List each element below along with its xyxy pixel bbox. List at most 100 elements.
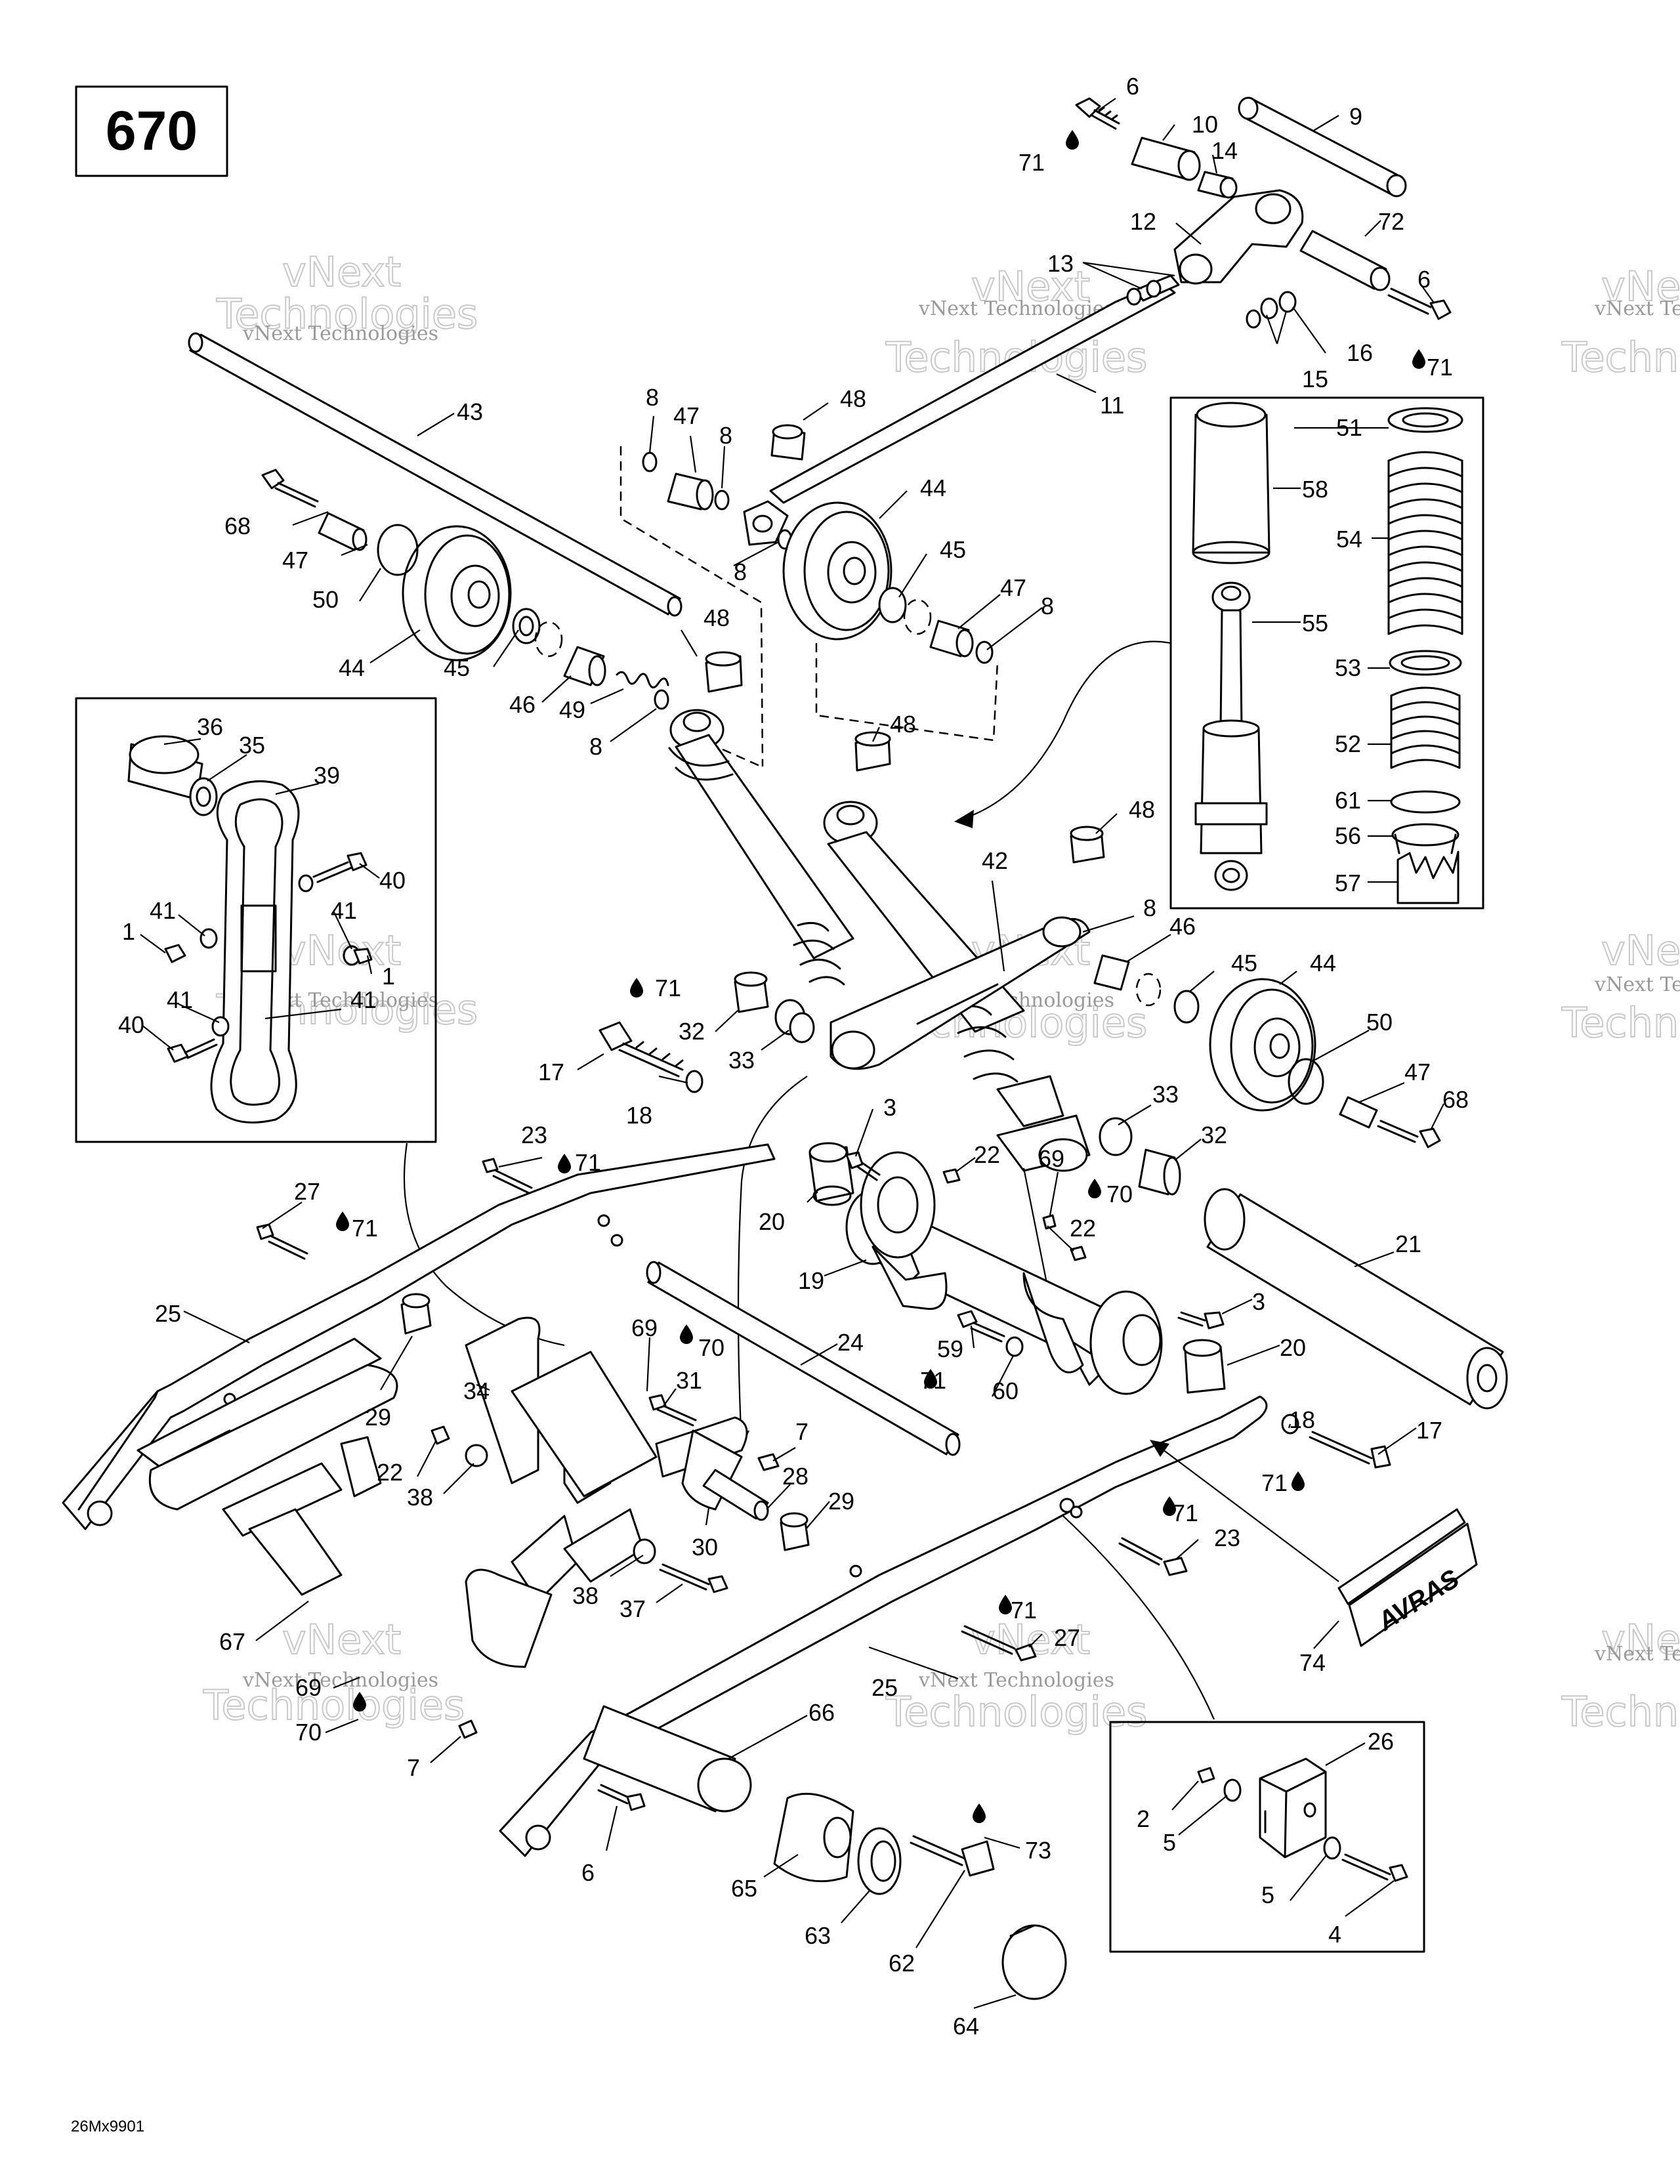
- callout-7: 7: [407, 1754, 420, 1781]
- callout-20: 20: [759, 1208, 785, 1235]
- drop-icon: [336, 1211, 349, 1231]
- callout-15: 15: [1302, 366, 1328, 392]
- figure-code: 26Mx9901: [71, 2118, 144, 2135]
- part-10-sleeve: [1131, 136, 1201, 181]
- part-15-16-washers: [1246, 291, 1297, 329]
- part-35-bushing: [189, 777, 218, 816]
- callout-48: 48: [704, 604, 730, 631]
- drop-icon: [999, 1595, 1012, 1614]
- part-49-spring: [616, 671, 669, 688]
- watermark-line2: Technologies: [885, 1688, 1147, 1736]
- callout-71: 71: [1172, 1500, 1198, 1526]
- part-46-spacer-right: [1093, 954, 1162, 1007]
- callout-25: 25: [155, 1300, 181, 1327]
- shock-lower-cam: [996, 1114, 1091, 1172]
- part-34-shock-mount: [465, 1316, 658, 1668]
- callout-47: 47: [1000, 574, 1026, 601]
- part-25-rail-right: [499, 1395, 1268, 1857]
- part-66-shaft: [583, 1705, 752, 1813]
- callout-73: 73: [1025, 1837, 1051, 1864]
- lubricant-drop-icons: [336, 130, 1425, 1823]
- part-22-nuts: [430, 1168, 1087, 1445]
- part-69-70-fitting: [1042, 1214, 1057, 1230]
- callout-29: 29: [828, 1488, 854, 1515]
- callout-68: 68: [224, 513, 251, 539]
- part-45-bearing-left: [512, 608, 563, 658]
- callout-17: 17: [1416, 1417, 1442, 1444]
- part-48-sleeve-top: [770, 424, 806, 461]
- callout-71: 71: [352, 1215, 378, 1242]
- part-18-washer-left: [685, 1070, 704, 1093]
- part-45-bearing-center: [878, 587, 932, 635]
- callout-43: 43: [457, 398, 483, 425]
- callout-54: 54: [1336, 526, 1362, 553]
- watermark-line1: vNext: [1601, 262, 1680, 310]
- callout-28: 28: [782, 1463, 808, 1490]
- part-48-sleeve-mid: [705, 651, 743, 693]
- callout-14: 14: [1211, 137, 1238, 164]
- part-55-shock-body: [1194, 581, 1268, 891]
- drop-icon: [630, 978, 643, 998]
- callout-53: 53: [1335, 654, 1361, 681]
- part-33-bushing-left: [774, 999, 815, 1043]
- callout-55: 55: [1302, 610, 1328, 637]
- callout-72: 72: [1378, 208, 1404, 235]
- part-6-bolt-top: [1075, 97, 1120, 130]
- watermark-line1: vNext: [1601, 1616, 1680, 1664]
- bumper-detail-box: [1062, 1515, 1425, 1953]
- callout-60: 60: [992, 1377, 1018, 1404]
- callout-40: 40: [118, 1011, 144, 1038]
- callout-39: 39: [314, 762, 340, 789]
- callout-38: 38: [407, 1484, 433, 1511]
- callout-70: 70: [1106, 1181, 1133, 1208]
- callout-27: 27: [1054, 1624, 1080, 1651]
- part-68-bolt-left: [261, 469, 368, 551]
- callout-21: 21: [1395, 1230, 1421, 1257]
- callout-18: 18: [1289, 1406, 1315, 1433]
- callout-30: 30: [692, 1534, 718, 1561]
- callout-71: 71: [920, 1367, 946, 1394]
- part-44-idler-wheel-right: [1209, 978, 1316, 1112]
- part-46-spacer-left: [563, 646, 606, 686]
- callout-22: 22: [1070, 1215, 1096, 1242]
- callout-44: 44: [339, 654, 365, 681]
- part-43-axle: [188, 332, 682, 617]
- part-38-washers: [465, 1444, 656, 1564]
- callout-74: 74: [1299, 1649, 1326, 1676]
- part-47-sleeve-center: [929, 620, 994, 664]
- callout-71: 71: [1261, 1469, 1288, 1496]
- part-59-bolt: [957, 1310, 1005, 1343]
- callout-52: 52: [1335, 730, 1361, 757]
- callout-1: 1: [122, 918, 135, 945]
- callout-50: 50: [1366, 1009, 1393, 1036]
- callout-19: 19: [798, 1267, 824, 1294]
- watermark-text: vNext Technologies: [1594, 973, 1680, 996]
- callout-32: 32: [1201, 1122, 1227, 1148]
- part-28-30-pivot: [655, 1416, 769, 1521]
- callout-33: 33: [728, 1047, 755, 1074]
- callout-69: 69: [295, 1674, 322, 1701]
- callout-6: 6: [1126, 73, 1139, 100]
- callout-41: 41: [150, 897, 176, 924]
- watermark-line2: Technologies: [216, 290, 478, 338]
- part-52-secondary-spring: [1390, 686, 1461, 769]
- drop-icon: [558, 1154, 571, 1173]
- page-reference-number: 670: [106, 100, 198, 161]
- part-32-sleeve-left: [734, 971, 769, 1013]
- watermark-text: vNext Technologies: [242, 1669, 438, 1692]
- callout-47: 47: [1404, 1059, 1431, 1085]
- link-detail-box: [75, 697, 437, 1143]
- shock-detail-box: [1169, 396, 1484, 910]
- part-25-rail-left: [62, 1143, 776, 1530]
- part-6-7-rear-hardware: [458, 1719, 646, 1811]
- watermark-line1: vNext: [1601, 927, 1680, 975]
- callout-71: 71: [1427, 354, 1453, 381]
- drop-icon: [973, 1803, 986, 1823]
- callout-18: 18: [626, 1102, 652, 1129]
- drop-icon: [1412, 349, 1425, 369]
- callout-leader-lines: [140, 98, 1444, 2009]
- callout-66: 66: [808, 1699, 835, 1726]
- watermark-line2: Technologies: [1561, 1688, 1680, 1736]
- callout-48: 48: [1129, 796, 1155, 823]
- part-44-idler-wheel-center: [782, 501, 892, 640]
